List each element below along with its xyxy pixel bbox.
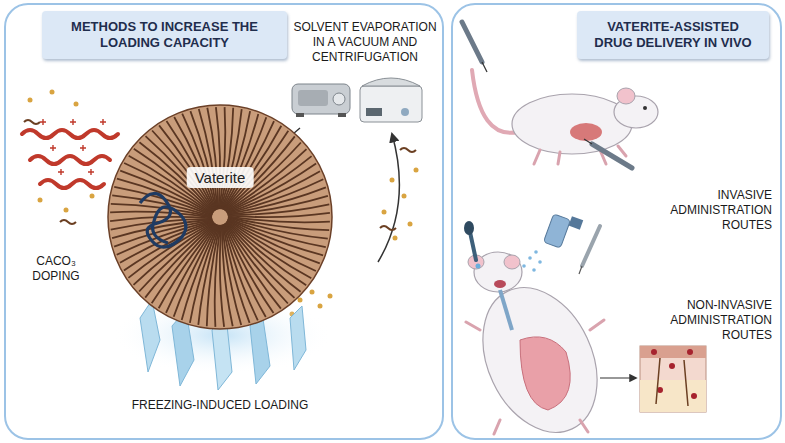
particle-label: Vaterite [187, 167, 254, 188]
heading-box: VATERITE-ASSISTED DRUG DELIVERY IN VIVO [577, 11, 769, 59]
method-label: NON-INVASIVE ADMINISTRATION ROUTES [630, 298, 772, 343]
method-label: SOLVENT EVAPORATION IN A VACUUM AND CENT… [290, 20, 440, 65]
vaterite-particle: Vaterite [106, 103, 334, 331]
heading-box: METHODS TO INCREASE THE LOADING CAPACITY [42, 11, 287, 59]
mouse-non-invasive [461, 214, 706, 443]
method-label: FREEZING-INDUCED LOADING [100, 398, 340, 413]
method-label: CACO₃ DOPING [14, 254, 98, 284]
panel: METHODS TO INCREASE THE LOADING CAPACITY… [4, 3, 444, 440]
centrifuge [360, 78, 422, 122]
panel-heading: VATERITE-ASSISTED DRUG DELIVERY IN VIVO [587, 19, 759, 51]
method-label: INVASIVE ADMINISTRATION ROUTES [630, 188, 772, 233]
panel-heading: METHODS TO INCREASE THE LOADING CAPACITY [52, 19, 277, 51]
vaterite-sphere [106, 103, 334, 331]
vacuum-pump [292, 84, 350, 117]
